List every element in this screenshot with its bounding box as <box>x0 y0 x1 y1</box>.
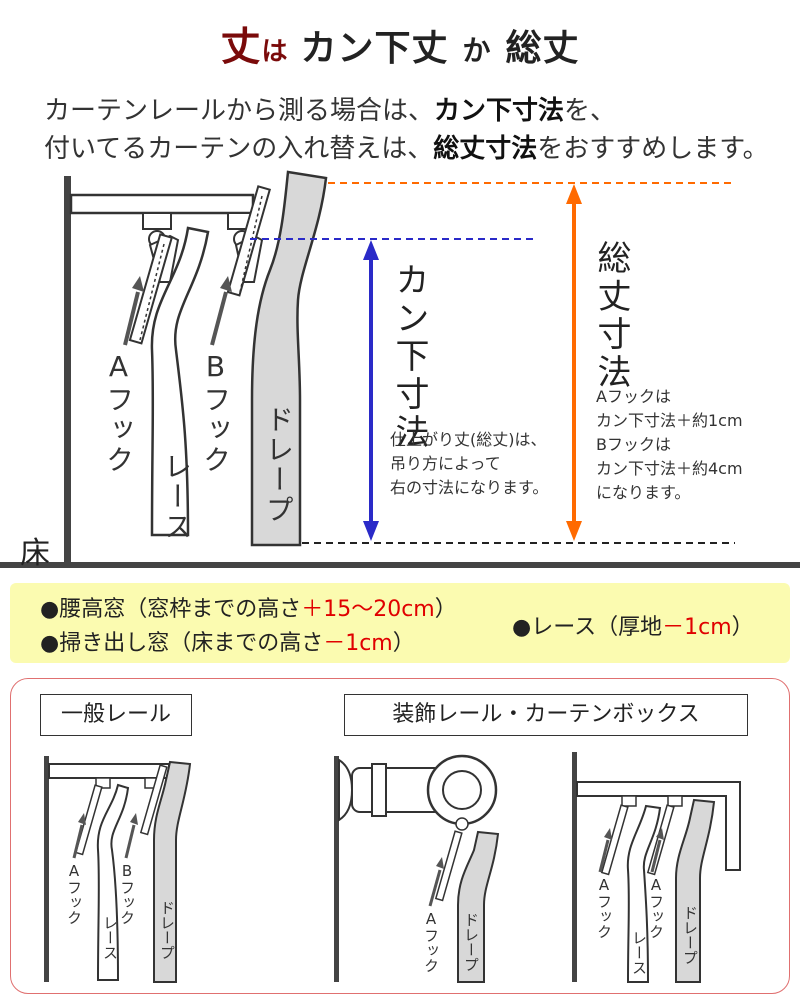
decor-drape-label: ドレープ <box>462 912 480 972</box>
hakidashi-window-rule: ●掃き出し窓（床までの高さ－1cm） <box>40 625 415 657</box>
hook-b-label: Bフック <box>199 350 232 475</box>
drape-label: ドレープ <box>262 405 295 525</box>
soujo-note-line: Aフックは <box>596 387 671 406</box>
general-rail-heading: 一般レール <box>40 694 192 736</box>
kanshita-note-line: 吊り方によって <box>390 454 501 473</box>
soujo-note-line: カン下寸法＋約1cm <box>596 411 743 430</box>
general-rail-diagram <box>44 756 192 983</box>
hook-a-icon <box>128 233 180 345</box>
rule-text: ） <box>434 597 457 622</box>
rule-text: ●レース（厚地 <box>512 615 663 640</box>
decorative-rail-heading: 装飾レール・カーテンボックス <box>344 694 748 736</box>
title-ha: は <box>261 37 289 67</box>
rule-value: －1cm <box>662 615 732 640</box>
intro-text: 付いてるカーテンの入れ替えは、 <box>44 134 434 164</box>
floor-label: 床 <box>20 536 50 571</box>
kanshita-note: 仕上がり丈(総丈)は、 吊り方によって 右の寸法になります。 <box>390 428 548 500</box>
intro-emphasis: 総丈寸法 <box>433 134 538 164</box>
kanshita-note-line: 右の寸法になります。 <box>390 478 549 497</box>
koshidaka-window-rule: ●腰高窓（窓枠までの高さ＋15～20cm） <box>40 591 457 623</box>
drape-curtain <box>250 170 328 547</box>
kanshita-label: カン下寸法 <box>389 262 429 452</box>
curtain-box-diagram <box>572 752 741 983</box>
box-hook-a2-label: Aフック <box>647 876 665 939</box>
soujo-note-line: になります。 <box>596 483 691 502</box>
rule-text: ） <box>731 615 754 640</box>
title-soujo: 総丈 <box>505 28 580 69</box>
rail-types-box <box>10 678 790 994</box>
bottom-hook-b-label: Bフック <box>118 862 136 925</box>
wall-and-floor <box>0 176 800 568</box>
intro-line-1: カーテンレールから測る場合は、カン下寸法を、 <box>44 90 616 127</box>
page-title: 丈はカン下丈か総丈 <box>0 14 800 72</box>
intro-text: カーテンレールから測る場合は、 <box>44 96 435 126</box>
bottom-drape-label: ドレープ <box>158 900 176 960</box>
box-lace-label: レース <box>630 930 648 975</box>
soujo-note-line: Bフックは <box>596 435 671 454</box>
bottom-lace-label: レース <box>101 915 119 960</box>
bottom-hook-a-label: Aフック <box>65 862 83 925</box>
rule-text: ●掃き出し窓（床までの高さ <box>40 631 324 656</box>
kanshita-arrow <box>363 240 379 541</box>
decor-hook-a-label: Aフック <box>422 910 440 973</box>
hook-a-label: Aフック <box>102 350 135 475</box>
rule-value: ＋15～20cm <box>301 597 435 622</box>
lace-rule: ●レース（厚地－1cm） <box>512 609 754 641</box>
title-ka: か <box>462 34 492 67</box>
rule-text: ） <box>392 631 415 656</box>
soujo-arrow <box>566 184 582 541</box>
title-kanshita: カン下丈 <box>300 28 449 69</box>
kanshita-note-line: 仕上がり丈(総丈)は、 <box>390 430 547 449</box>
hook-b-icon <box>226 185 272 297</box>
title-jo: 丈 <box>220 24 262 70</box>
intro-text: をおすすめします。 <box>537 134 769 164</box>
intro-line-2: 付いてるカーテンの入れ替えは、総丈寸法をおすすめします。 <box>44 128 769 165</box>
soujo-note: Aフックは カン下寸法＋約1cm Bフックは カン下寸法＋約4cm になります。 <box>596 385 743 505</box>
box-drape-label: ドレープ <box>681 905 699 965</box>
box-hook-a-label: Aフック <box>595 876 613 939</box>
hook-pointer-arrows <box>123 276 232 346</box>
lace-label: レース <box>160 452 193 542</box>
intro-emphasis: カン下寸法 <box>434 96 565 126</box>
decorative-rail-diagram <box>334 754 500 983</box>
intro-text: を、 <box>564 96 617 126</box>
lace-curtain <box>150 226 210 537</box>
rule-text: ●腰高窓（窓枠までの高さ <box>40 597 302 622</box>
length-guidance-box: ●腰高窓（窓枠までの高さ＋15～20cm） ●掃き出し窓（床までの高さ－1cm）… <box>10 583 790 663</box>
soujo-label: 総丈寸法 <box>591 240 631 392</box>
rule-value: －1cm <box>323 631 393 656</box>
soujo-note-line: カン下寸法＋約4cm <box>596 459 743 478</box>
